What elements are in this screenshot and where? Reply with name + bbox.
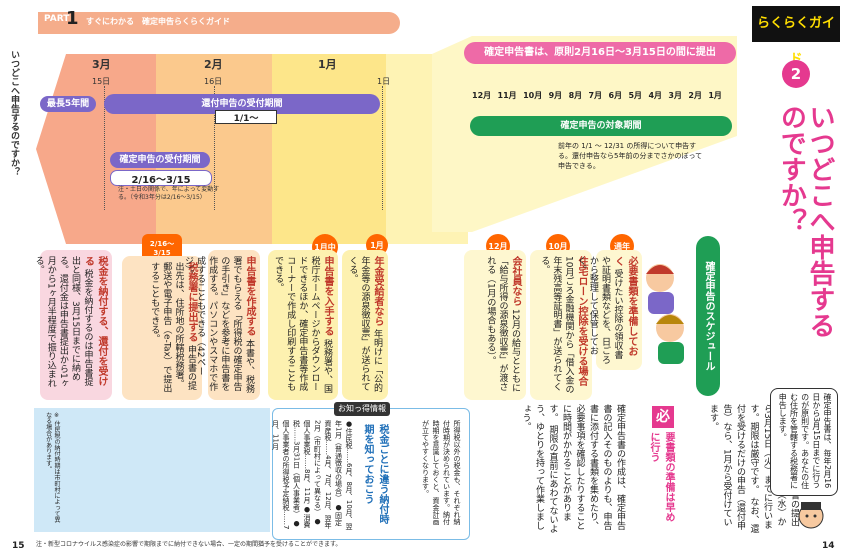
main-title: いつどこへ申告するのですか？: [776, 104, 835, 338]
card-employee-title: 会社員なら: [510, 256, 521, 306]
card-obtain-text: 税務署や、国税庁ホームページからダウンロードできるほか、確定申告書等作成コーナー…: [273, 256, 332, 393]
required-mark: 必: [652, 406, 674, 428]
month-2: 2月: [688, 91, 702, 100]
schedule-label: 確定申告のスケジュール: [696, 236, 720, 396]
info-items: ●住民税……6月、8月、10月、翌年1月（普通徴収の場合） ●固定資産税……4月…: [272, 420, 354, 530]
month-3: 3月: [668, 91, 682, 100]
card-create: 申告書を作成する 本書や、税務署でもらえる「所得税の確定申告の手引き」などを参考…: [183, 250, 260, 400]
card-docs: 必要書類を準備しておく 受けたい控除の領収書や証明書類などを、日ごろから整理して…: [576, 250, 642, 370]
header-subtitle: すぐにわかる 確定申告らくらくガイド: [86, 17, 230, 26]
people-illustration: [646, 264, 684, 364]
card-pay-title: 税金を納付する、還付を受ける: [82, 256, 108, 386]
left-bottom-panel: [34, 408, 270, 532]
month-6: 6月: [608, 91, 623, 100]
day-label-15: 15日: [92, 77, 111, 86]
info-title: 税金ごとに違う納付時期を知っておこう: [362, 424, 388, 524]
card-loan: 住宅ローン控除を受ける場合 10月ごろ金融機関から「借入金の年末残高等証明書」が…: [530, 250, 592, 400]
info-box: [272, 408, 470, 540]
card-loan-title: 住宅ローン控除を受ける場合: [576, 256, 587, 386]
filing-period-pill: 確定申告の受付期間: [110, 152, 210, 168]
card-obtain-title: 申告書を入手する: [322, 256, 333, 336]
month-10: 10月: [523, 91, 543, 100]
info-item: ●個人事業税……8月、11月: [303, 420, 322, 526]
header-bar: [38, 12, 400, 34]
divider-16: [214, 86, 215, 210]
day-label-1: 1日: [377, 77, 391, 86]
card-pay-text: 税金を納付するのは申告書提出と同様、3月15日までに納める。還付金は申告書提出か…: [33, 256, 93, 388]
month-8: 8月: [568, 91, 583, 100]
card-pension-title: 年金受給者なら: [372, 256, 383, 326]
callout-box: 確定申告書は、毎年2月16日から3月15日までに行うのが原則です。あなたの住む住…: [770, 388, 838, 496]
card-create-text: 本書や、税務署でもらえる「所得税の確定申告の手引き」などを参考に申告書を作成する…: [182, 256, 254, 393]
card-submit-text: 申告書の提出先は、住所地の所轄税務署。郵送や電子申告（e-Tax）で提出すること…: [149, 262, 196, 393]
guide-number: 2: [782, 60, 810, 88]
month-5: 5月: [628, 91, 643, 100]
divider-15: [104, 86, 105, 210]
month-label-feb: 2月: [204, 58, 223, 71]
card-docs-text: 受けたい控除の領収書や証明書類などを、日ごろから整理して保管しておく。: [575, 256, 623, 364]
refund-period-arrow: 還付申告の受付期間: [104, 94, 380, 114]
info-text: 所得税以外の税金も、それぞれ納付時期が決められています。納付時期を意識しておくと…: [421, 420, 462, 525]
month-12: 12月: [472, 91, 492, 100]
footnote: 注・新型コロナウイルス感染症の影響で期限までに納付できない場合、一定の期間猶予を…: [36, 541, 342, 548]
divider-1: [382, 86, 383, 210]
card-obtain: 申告書を入手する 税務署や、国税庁ホームページからダウンロードできるほか、確定申…: [268, 250, 338, 400]
day-label-16: 16日: [204, 77, 223, 86]
card-pay: 税金を納付する、還付を受ける 税金を納付するのは申告書提出と同様、3月15日まで…: [34, 250, 112, 400]
card-create-title: 申告書を作成する: [244, 256, 255, 336]
character-icon: [798, 502, 824, 529]
info-label: お知っ得情報: [334, 402, 390, 416]
card-pension-text: 年明けに「公的年金等の源泉徴収票」が送られてくる。: [347, 256, 382, 392]
guide-title: らくらくガイド: [752, 6, 840, 67]
side-title: いつどこへ申告するのですか？: [9, 50, 19, 176]
card-employee: 会社員なら 12月の給与とともに「給与所得の源泉徴収票」が渡される（1月の場合も…: [464, 250, 526, 400]
card-docs-title: 必要書類を準備しておく: [612, 256, 638, 356]
month-4: 4月: [648, 91, 663, 100]
info-item: ●固定資産税……4月、7月、12月、翌年2月（市町村によって異なる）: [313, 420, 343, 529]
card-loan-text: 10月ごろ金融機関から「借入金の年末残高等証明書」が送られてくる。: [539, 256, 574, 394]
page-number-right: 14: [822, 541, 835, 551]
filing-dates: 2/16～3/15: [110, 170, 212, 186]
body-paragraphs: 確定申告書の作成は、確定申告書の記入そのものよりも、申告書に添付する書類を集めた…: [476, 404, 626, 536]
month-1: 1月: [708, 91, 722, 100]
body-p2: 期限の直前にあわてないよう、ゆとりを持って作業しましょう。: [520, 404, 558, 533]
page-number-left: 15: [12, 541, 25, 551]
month-label-jan: 1月: [318, 58, 337, 71]
card-pension: 年金受給者なら 年明けに「公的年金等の源泉徴収票」が送られてくる。: [342, 250, 388, 400]
info-item: ●住民税……6月、8月、10月、翌年1月（普通徴収の場合）: [334, 420, 354, 530]
info-item: ●消費税……3月31日（個人事業者）: [292, 420, 312, 528]
month-label-mar: 3月: [92, 58, 111, 71]
target-desc: 前年の 1/1 ～ 12/31 の所得について申告する。還付申告なら5年前の分ま…: [558, 142, 703, 170]
target-period-arrow: 確定申告の対象期間: [470, 116, 732, 136]
month-9: 9月: [548, 91, 563, 100]
month-row: 12月 11月 10月 9月 8月 7月 6月 5月 4月 3月 2月 1月: [472, 90, 722, 101]
part-number: 1: [66, 8, 79, 29]
card-employee-text: 12月の給与とともに「給与所得の源泉徴収票」が渡される（1月の場合もある）。: [485, 256, 520, 393]
extension-pill: 最長5年間: [40, 96, 96, 112]
required-title: 要書類の準備は早めに行う: [648, 432, 674, 522]
card-submit-title: 税務署に提出する: [186, 262, 197, 342]
body-lead2-text: なお、還付を受けるだけの申告（還付申告）なら、1月から受付けています。: [708, 404, 759, 533]
card-submit: 税務署に提出する 申告書の提出先は、住所地の所轄税務署。郵送や電子申告（e-Ta…: [122, 256, 202, 400]
part-label: PART: [44, 14, 70, 24]
month-7: 7月: [588, 91, 603, 100]
info-item: ●個人事業者の所得税予定納税……7月、11月: [271, 420, 301, 530]
refund-start: 1/1～: [215, 110, 277, 124]
left-footnote: ※ 住民税の納付時期は市町村によって異なる場合があります。: [44, 412, 60, 523]
body-p1: 確定申告書の作成は、確定申告書の記入そのものよりも、申告書に添付する書類を集めた…: [547, 404, 626, 530]
filing-note: 注・土日の関係で、年によって変動する。（令和3年分は2/16～3/15）: [118, 186, 220, 201]
filing-banner: 確定申告書は、原則2月16日～3月15日の間に提出: [464, 42, 736, 64]
month-11: 11月: [497, 91, 517, 100]
